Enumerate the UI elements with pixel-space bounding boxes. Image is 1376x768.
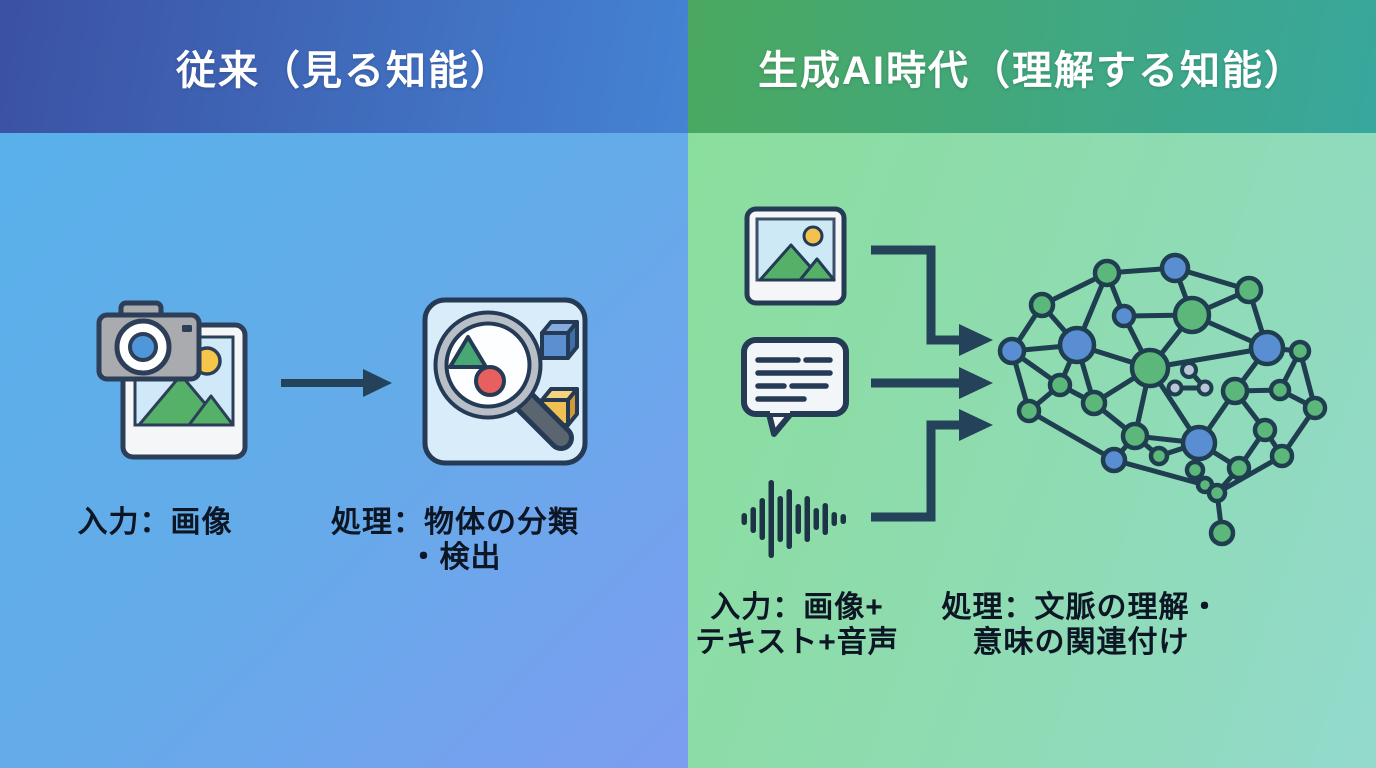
label-input-generative-line2: テキスト+音声: [695, 626, 899, 660]
label-input-traditional: 入力：画像: [77, 506, 233, 539]
image-icon: [744, 206, 847, 306]
header-generative-ai: 生成AI時代（理解する知能）: [688, 0, 1376, 133]
label-process-traditional-line2: ・検出: [408, 541, 502, 575]
panel-generative-ai: 生成AI時代（理解する知能）: [688, 0, 1376, 768]
label-process-generative: 処理：文脈の理解・ 意味の関連付け: [931, 590, 1231, 661]
chat-text-icon: [741, 337, 849, 437]
label-process-generative-line2: 意味の関連付け: [972, 626, 1190, 660]
label-process-traditional: 処理：物体の分類 ・検出: [330, 505, 580, 576]
panel-traditional: 従来（見る知能）: [0, 0, 688, 768]
camera-photo-icon: [96, 300, 248, 460]
label-input-generative: 入力：画像+ テキスト+音声: [677, 590, 917, 661]
panel-title-generative-ai: 生成AI時代（理解する知能）: [758, 48, 1306, 93]
label-process-traditional-line1: 処理：物体の分類: [331, 506, 579, 539]
right-arrow-icon: [281, 369, 392, 397]
flow-arrows-icon: [871, 245, 993, 522]
magnifier-classification-icon: [422, 297, 588, 466]
header-traditional: 従来（見る知能）: [0, 0, 688, 133]
brain-network-illustration: [997, 252, 1328, 547]
label-input-generative-line1: 入力：画像+: [710, 591, 884, 624]
panel-title-traditional: 従来（見る知能）: [176, 48, 512, 93]
audio-waveform-icon: [741, 480, 846, 558]
label-process-generative-line1: 処理：文脈の理解・: [941, 591, 1221, 624]
